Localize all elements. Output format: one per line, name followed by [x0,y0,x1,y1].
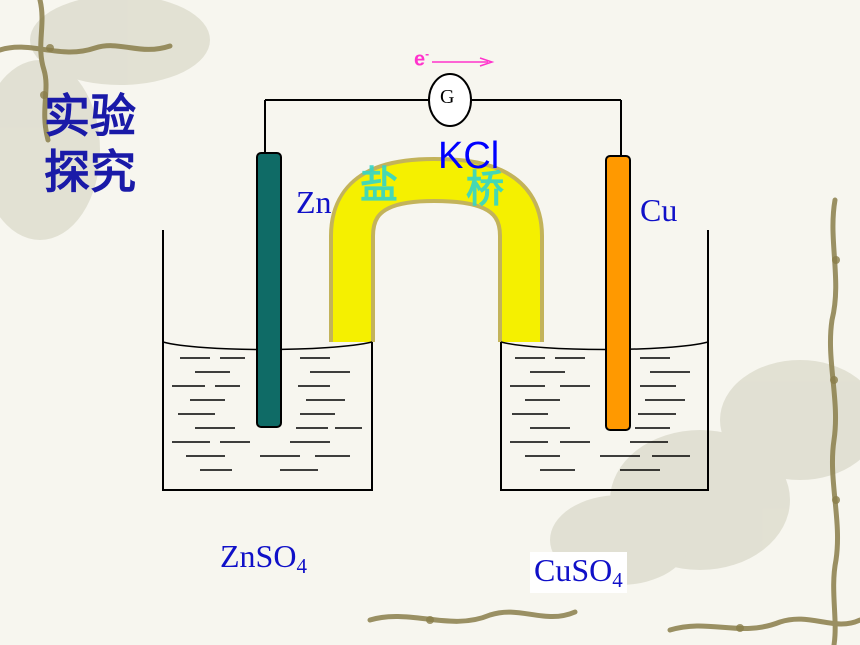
electron-arrowhead-icon [479,57,495,67]
salt-bridge-label: KCl [438,135,500,177]
slide-title: 实验 探究 [44,88,136,200]
title-line-1: 实验 [44,89,136,143]
right-solution-subscript: 4 [612,568,623,592]
electron-charge: - [425,47,430,61]
copper-electrode-label: Cu [640,192,678,228]
copper-electrode [605,155,631,431]
zinc-electrode [256,152,282,428]
electron-symbol: e [414,48,426,71]
salt-bridge-fill [333,161,540,342]
title-line-2: 探究 [44,145,136,199]
left-solution-dashes [172,357,362,471]
zinc-electrode-label: Zn [296,184,332,220]
galvanometer-label: G [440,86,455,108]
galvanometer-icon [428,73,472,127]
left-solution-formula: ZnSO [220,538,297,574]
left-beaker [162,230,373,491]
salt-bridge-char-2: 桥 [466,167,505,211]
right-beaker [500,230,709,491]
right-solution-dashes [510,357,690,471]
electron-label: e- [414,47,429,72]
left-solution-subscript: 4 [296,554,307,578]
salt-bridge-char-1: 盐 [360,163,399,207]
right-solution-surface [500,341,709,351]
left-solution-label: ZnSO4 [220,538,307,579]
right-solution-formula: CuSO [534,552,613,588]
right-solution-label: CuSO4 [530,552,627,593]
